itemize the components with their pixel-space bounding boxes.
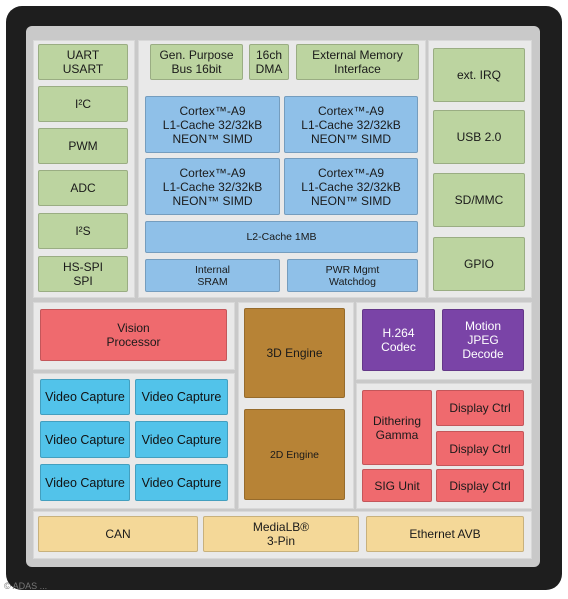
video-capture-block: Video Capture bbox=[135, 464, 228, 501]
can-block: CAN bbox=[38, 516, 198, 552]
l2-cache-block: L2-Cache 1MB bbox=[145, 221, 418, 253]
internal-sram-block: Internal SRAM bbox=[145, 259, 280, 292]
medialb-block: MediaLB® 3-Pin bbox=[203, 516, 359, 552]
cortex-a9-core: Cortex™-A9 L1-Cache 32/32kB NEON™ SIMD bbox=[145, 158, 280, 215]
pwm-block: PWM bbox=[38, 128, 128, 164]
pwr-mgmt-block: PWR Mgmt Watchdog bbox=[287, 259, 418, 292]
sdmmc-block: SD/MMC bbox=[433, 173, 525, 227]
uart-block: UART USART bbox=[38, 44, 128, 80]
gp-bus-block: Gen. Purpose Bus 16bit bbox=[150, 44, 243, 80]
external-memory-block: External Memory Interface bbox=[296, 44, 419, 80]
h264-codec-block: H.264 Codec bbox=[362, 309, 435, 371]
cortex-a9-core: Cortex™-A9 L1-Cache 32/32kB NEON™ SIMD bbox=[145, 96, 280, 153]
3d-engine-block: 3D Engine bbox=[244, 308, 345, 398]
display-ctrl-block: Display Ctrl bbox=[436, 469, 524, 502]
dma-block: 16ch DMA bbox=[249, 44, 289, 80]
vision-processor-block: Vision Processor bbox=[40, 309, 227, 361]
ethernet-avb-block: Ethernet AVB bbox=[366, 516, 524, 552]
cortex-a9-core: Cortex™-A9 L1-Cache 32/32kB NEON™ SIMD bbox=[284, 96, 418, 153]
cortex-a9-core: Cortex™-A9 L1-Cache 32/32kB NEON™ SIMD bbox=[284, 158, 418, 215]
video-capture-block: Video Capture bbox=[135, 379, 228, 415]
ext-irq-block: ext. IRQ bbox=[433, 48, 525, 102]
watermark: © ADAS ... bbox=[4, 581, 48, 591]
video-capture-block: Video Capture bbox=[40, 421, 130, 458]
motion-jpeg-block: Motion JPEG Decode bbox=[442, 309, 524, 371]
video-capture-block: Video Capture bbox=[40, 464, 130, 501]
video-capture-block: Video Capture bbox=[135, 421, 228, 458]
gpio-block: GPIO bbox=[433, 237, 525, 291]
video-capture-block: Video Capture bbox=[40, 379, 130, 415]
display-ctrl-block: Display Ctrl bbox=[436, 431, 524, 466]
display-ctrl-block: Display Ctrl bbox=[436, 390, 524, 426]
dithering-gamma-block: Dithering Gamma bbox=[362, 390, 432, 465]
sig-unit-block: SIG Unit bbox=[362, 469, 432, 502]
i2s-block: I²S bbox=[38, 213, 128, 249]
left-io-panel bbox=[33, 40, 135, 298]
adc-block: ADC bbox=[38, 170, 128, 206]
spi-block: HS-SPI SPI bbox=[38, 256, 128, 292]
usb-block: USB 2.0 bbox=[433, 110, 525, 164]
i2c-block: I²C bbox=[38, 86, 128, 122]
2d-engine-block: 2D Engine bbox=[244, 409, 345, 500]
